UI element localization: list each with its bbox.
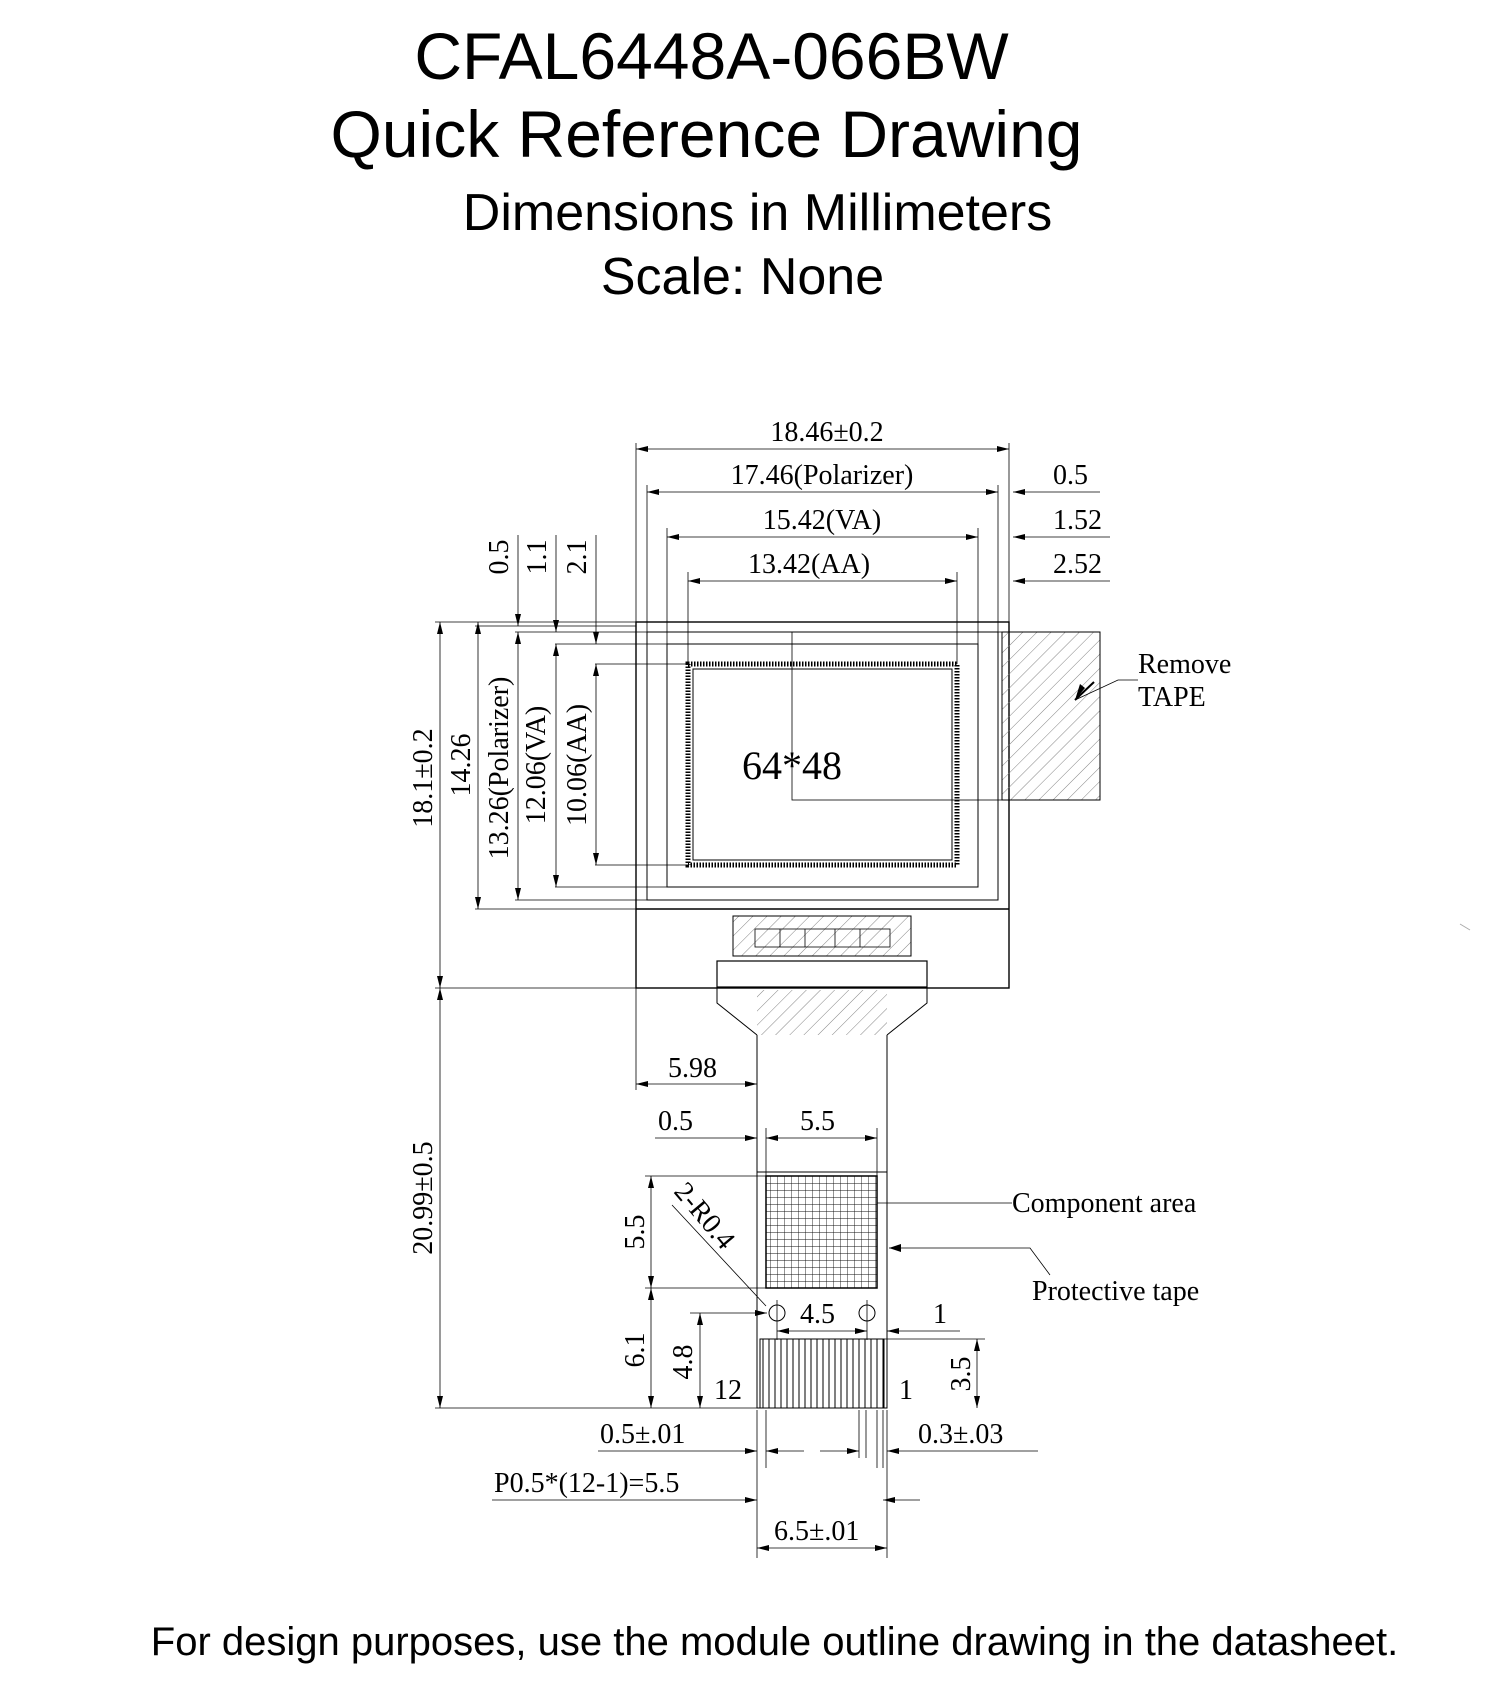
polarizer-height: 13.26(Polarizer) — [484, 677, 515, 860]
component-width: 5.5 — [800, 1106, 835, 1137]
corner-radius: 2-R0.4 — [668, 1177, 741, 1256]
top-offset-2: 1.1 — [522, 540, 553, 575]
protective-tape-label: Protective tape — [1032, 1276, 1199, 1307]
fpc-edge-offset: 0.5 — [658, 1106, 693, 1137]
glass-height: 14.26 — [446, 734, 477, 797]
top-offset-3: 2.1 — [562, 540, 593, 575]
right-offset-2: 1.52 — [1053, 505, 1102, 536]
contact-fingers — [759, 1338, 885, 1409]
component-area — [765, 1175, 878, 1289]
component-area-label: Component area — [1012, 1188, 1197, 1219]
drawing-title: CFAL6448A-066BW — [414, 19, 1009, 93]
aa-width: 13.42(AA) — [748, 549, 870, 580]
pin-1-label: 1 — [899, 1375, 913, 1406]
finger-height: 4.8 — [668, 1345, 699, 1380]
active-area-border — [685, 661, 960, 868]
pitch: P0.5*(12-1)=5.5 — [494, 1468, 679, 1499]
height-dimensions: 18.1±0.2 14.26 13.26(Polarizer) 12.06(VA… — [408, 535, 757, 1409]
hole-spacing: 4.5 — [800, 1299, 835, 1330]
fpc-length: 20.99±0.5 — [408, 1141, 439, 1254]
va-width: 15.42(VA) — [763, 505, 881, 536]
overall-width: 18.46±0.2 — [770, 417, 883, 448]
module-outline: 64*48 — [635, 621, 1101, 989]
va-height: 12.06(VA) — [521, 706, 552, 824]
overall-height: 18.1±0.2 — [408, 728, 439, 827]
resolution-label: 64*48 — [742, 743, 842, 788]
right-offset-3: 2.52 — [1053, 549, 1102, 580]
top-offset-1: 0.5 — [484, 540, 515, 575]
tape-outline — [791, 631, 1101, 801]
hole-edge: 1 — [933, 1299, 947, 1330]
remove-tape-callout: Remove TAPE — [1074, 649, 1231, 713]
units-note: Dimensions in Millimeters — [462, 184, 1053, 242]
fpc-offset: 5.98 — [668, 1053, 717, 1084]
tape-label: TAPE — [1138, 682, 1206, 713]
lower-height: 6.1 — [620, 1333, 651, 1368]
width-dimensions: 18.46±0.2 17.46(Polarizer) 15.42(VA) 13.… — [635, 417, 1110, 664]
viewing-area — [666, 643, 979, 888]
polarizer-width: 17.46(Polarizer) — [731, 460, 914, 491]
fpc-dimensions: 5.98 0.5 5.5 5.5 2-R0.4 4.5 1 6.1 4.8 3.… — [492, 988, 1038, 1558]
fpc-thickness: 0.3±.03 — [918, 1419, 1003, 1450]
fpc-tail: 12 1 — [714, 915, 928, 1409]
drawing-subtitle: Quick Reference Drawing — [330, 97, 1083, 171]
right-offset-1: 0.5 — [1053, 460, 1088, 491]
component-callouts: Component area Protective tape — [877, 1188, 1199, 1307]
fpc-width: 6.5±.01 — [774, 1516, 859, 1547]
aa-height: 10.06(AA) — [562, 704, 593, 826]
contact-height: 3.5 — [946, 1357, 977, 1392]
remove-tape-label: Remove — [1138, 649, 1231, 680]
active-area — [692, 668, 953, 861]
footer-note: For design purposes, use the module outl… — [150, 1620, 1399, 1664]
component-height: 5.5 — [620, 1215, 651, 1250]
pin-width: 0.5±.01 — [600, 1419, 685, 1450]
remove-tape — [1001, 631, 1101, 801]
scale-note: Scale: None — [600, 248, 885, 306]
pin-12-label: 12 — [714, 1375, 742, 1406]
